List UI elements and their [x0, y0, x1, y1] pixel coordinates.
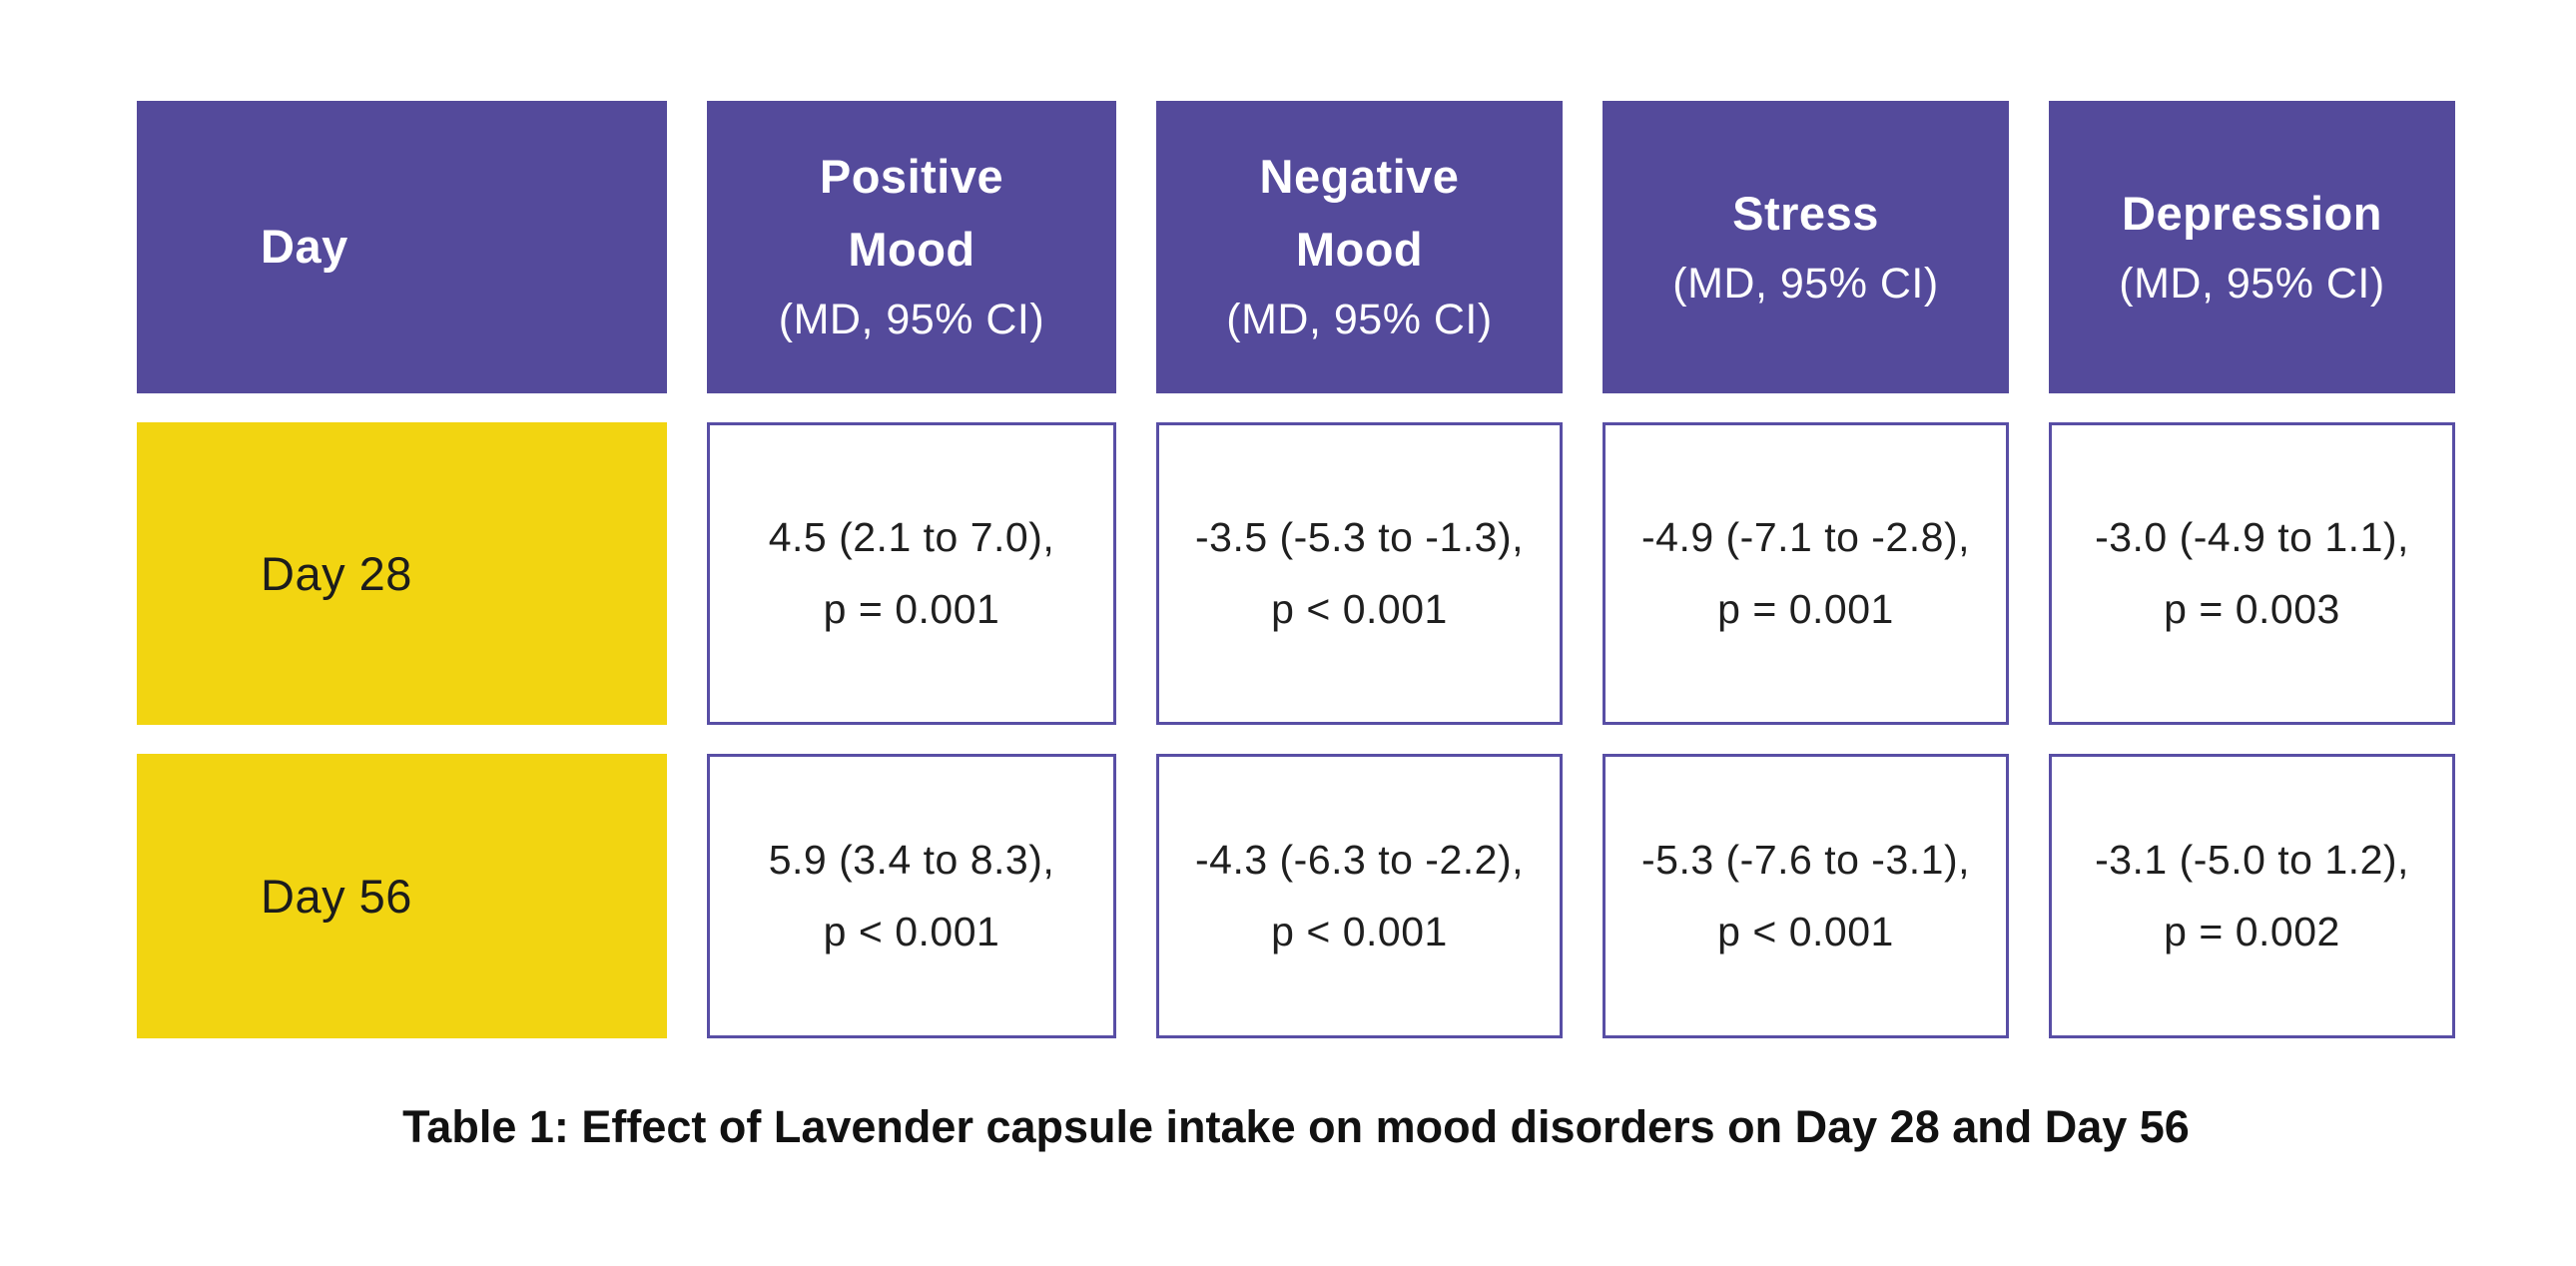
- cell-value: 5.9 (3.4 to 8.3),: [768, 836, 1055, 883]
- header-title-line1: Positive: [819, 150, 1004, 204]
- cell-p-value: p = 0.002: [2164, 908, 2340, 954]
- cell-p-value: p = 0.001: [823, 585, 1000, 632]
- header-title-line1: Negative: [1259, 150, 1460, 204]
- cell-p-value: p < 0.001: [1717, 908, 1894, 954]
- cell-p-value: p < 0.001: [1271, 908, 1448, 954]
- header-title-line2: Mood: [1295, 223, 1424, 277]
- cell-value: -3.0 (-4.9 to 1.1),: [2095, 513, 2409, 560]
- header-title-line1: Stress: [1732, 186, 1879, 240]
- row-label-day-28: Day 28: [137, 422, 667, 725]
- mood-effects-table: Day Positive Mood (MD, 95% CI) Negative …: [137, 101, 2455, 1038]
- header-title-line2: Mood: [848, 223, 975, 277]
- cell-day28-negative-mood: -3.5 (-5.3 to -1.3), p < 0.001: [1156, 422, 1563, 725]
- cell-day56-positive-mood: 5.9 (3.4 to 8.3), p < 0.001: [707, 754, 1116, 1038]
- cell-day56-depression: -3.1 (-5.0 to 1.2), p = 0.002: [2049, 754, 2455, 1038]
- header-subtitle: (MD, 95% CI): [1226, 296, 1493, 344]
- cell-day28-positive-mood: 4.5 (2.1 to 7.0), p = 0.001: [707, 422, 1116, 725]
- cell-value: -3.5 (-5.3 to -1.3),: [1194, 513, 1524, 560]
- cell-value: -4.9 (-7.1 to -2.8),: [1640, 513, 1970, 560]
- cell-p-value: p < 0.001: [1271, 585, 1448, 632]
- header-cell-stress: Stress (MD, 95% CI): [1603, 101, 2009, 393]
- header-subtitle: (MD, 95% CI): [778, 296, 1045, 344]
- cell-day28-depression: -3.0 (-4.9 to 1.1), p = 0.003: [2049, 422, 2455, 725]
- header-cell-negative-mood: Negative Mood (MD, 95% CI): [1156, 101, 1563, 393]
- cell-day56-stress: -5.3 (-7.6 to -3.1), p < 0.001: [1603, 754, 2009, 1038]
- header-subtitle: (MD, 95% CI): [1672, 259, 1939, 308]
- cell-value: -5.3 (-7.6 to -3.1),: [1640, 836, 1970, 883]
- table-caption: Table 1: Effect of Lavender capsule inta…: [402, 1101, 2190, 1152]
- header-subtitle: (MD, 95% CI): [2119, 259, 2385, 308]
- cell-value: -3.1 (-5.0 to 1.2),: [2095, 836, 2409, 883]
- row-label-text: Day 28: [261, 547, 412, 600]
- cell-p-value: p < 0.001: [823, 908, 1000, 954]
- cell-value: 4.5 (2.1 to 7.0),: [768, 513, 1055, 560]
- cell-day28-stress: -4.9 (-7.1 to -2.8), p = 0.001: [1603, 422, 2009, 725]
- header-cell-day: Day: [137, 101, 667, 393]
- row-label-text: Day 56: [261, 870, 412, 923]
- cell-p-value: p = 0.001: [1717, 585, 1894, 632]
- header-title-day: Day: [261, 220, 348, 274]
- header-cell-depression: Depression (MD, 95% CI): [2049, 101, 2455, 393]
- cell-day56-negative-mood: -4.3 (-6.3 to -2.2), p < 0.001: [1156, 754, 1563, 1038]
- cell-value: -4.3 (-6.3 to -2.2),: [1194, 836, 1524, 883]
- row-label-day-56: Day 56: [137, 754, 667, 1038]
- table-figure: Day Positive Mood (MD, 95% CI) Negative …: [137, 101, 2455, 1157]
- header-title-line1: Depression: [2122, 186, 2382, 240]
- cell-p-value: p = 0.003: [2164, 585, 2340, 632]
- header-cell-positive-mood: Positive Mood (MD, 95% CI): [707, 101, 1116, 393]
